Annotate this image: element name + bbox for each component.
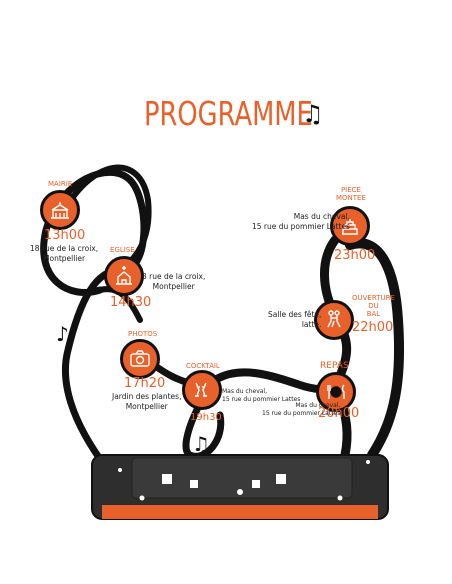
- event-address-repas: Mas du cheval, 15 rue du pommier Lattes: [262, 402, 341, 417]
- music-note-icon: ♪: [56, 322, 69, 346]
- event-address-cocktail: Mas du cheval, 15 rue du pommier Lattes: [222, 388, 301, 403]
- music-note-icon: ♫: [192, 432, 210, 456]
- event-address-eglise: 3 rue de la croix, Montpellier: [142, 272, 206, 291]
- music-notes-icon: ♫: [302, 100, 324, 128]
- page-title: PROGRAMME: [144, 94, 313, 133]
- champagne-icon: [195, 382, 207, 397]
- event-label-mairie: MAIRIE: [48, 180, 73, 188]
- event-address-bal: Salle des fête, latte.: [268, 310, 322, 329]
- event-time-cocktail: 19h30: [190, 412, 222, 423]
- event-eglise: [104, 256, 144, 296]
- event-label-piece: PIECE MONTEE: [336, 186, 366, 202]
- event-address-photos: Jardin des plantes, Montpellier: [112, 392, 182, 411]
- plate-icon: [327, 384, 345, 399]
- event-photos: [120, 339, 160, 379]
- event-time-photos: 17h20: [124, 376, 166, 391]
- event-label-cocktail: COCKTAIL: [186, 362, 220, 370]
- event-cocktail: [182, 370, 222, 410]
- event-time-eglise: 14h30: [110, 295, 152, 310]
- cake-icon: [342, 219, 358, 235]
- event-time-piece: 23h00: [334, 248, 376, 263]
- event-address-mairie: 18 rue de la croix, Montpellier: [30, 244, 99, 263]
- camera-icon: [130, 350, 150, 367]
- event-bal: [314, 300, 354, 340]
- event-piece: [330, 206, 370, 246]
- event-mairie: [40, 190, 80, 230]
- church-icon: [116, 266, 132, 285]
- event-address-piece: Mas du cheval, 15 rue du pommier Lattes: [252, 212, 350, 231]
- dance-icon: [327, 310, 341, 328]
- event-label-bal: OUVERTURE DU BAL: [352, 294, 395, 318]
- event-time-repas: 20h00: [318, 406, 360, 421]
- event-label-eglise: EGLISE: [110, 246, 135, 254]
- event-time-mairie: 13h00: [44, 228, 86, 243]
- event-label-photos: PHOTOS: [128, 330, 158, 338]
- event-time-bal: 22h00: [352, 320, 394, 335]
- event-label-repas: REPAS: [320, 361, 349, 371]
- town-hall-icon: [51, 202, 69, 219]
- event-repas: [316, 372, 356, 412]
